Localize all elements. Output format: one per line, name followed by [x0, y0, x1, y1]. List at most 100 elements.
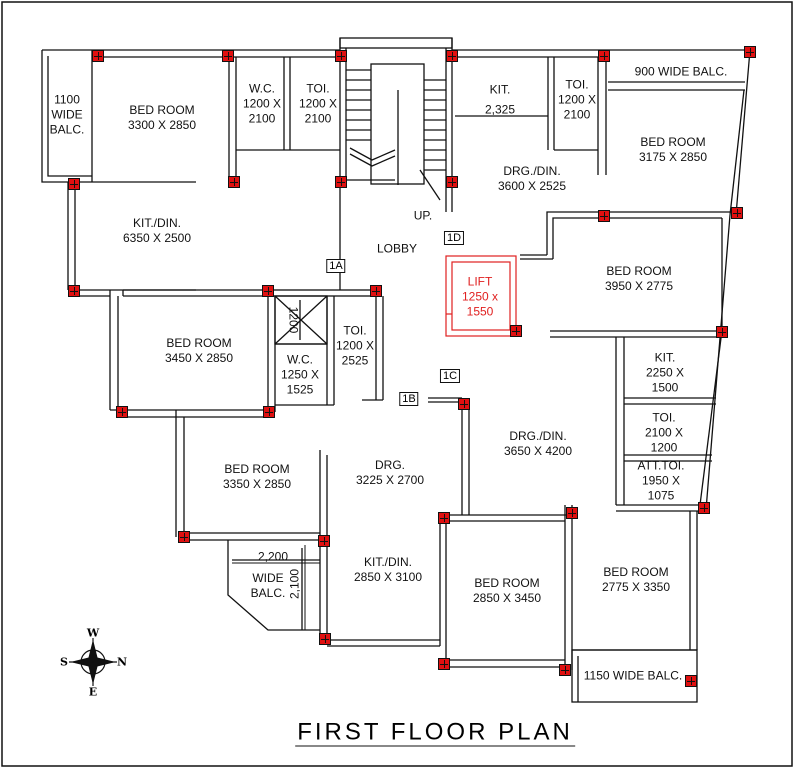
- room-label-drawing-dining: DRG./DIN.3600 X 2525: [498, 164, 566, 194]
- unit-tag-1c: 1C: [439, 369, 461, 383]
- column-marker: [222, 50, 234, 62]
- room-label-toilet: TOI.2100 X 1200: [645, 411, 683, 456]
- room-name: ATT.TOI.: [637, 458, 685, 473]
- room-label-kitchen: KIT.2250 X 1500: [646, 351, 684, 396]
- room-name: BED ROOM: [474, 576, 540, 590]
- room-name: TOI.: [343, 323, 367, 338]
- room-dim: 2850 X 3100: [353, 570, 423, 584]
- room-dim: 3950 X 2775: [604, 279, 674, 293]
- room-dim: 1200 X 2100: [242, 96, 282, 126]
- room-name: BED ROOM: [603, 565, 669, 579]
- room-label-lift: LIFT 1250 x 1550: [461, 274, 499, 319]
- column-marker: [116, 406, 128, 418]
- room-label-balcony: WIDE BALC.: [250, 571, 286, 600]
- column-marker: [228, 176, 240, 188]
- room-label-balc-900: 900 WIDE BALC.: [634, 64, 728, 79]
- column-marker: [510, 325, 522, 337]
- room-name: KIT./DIN.: [132, 216, 181, 230]
- dimension-label: 2,100: [287, 568, 302, 600]
- room-label-attached-toilet: ATT.TOI.1950 X 1075: [638, 459, 685, 504]
- room-dim: 2250 X 1500: [645, 365, 685, 395]
- room-label-wc: W.C.1250 X 1525: [281, 353, 319, 398]
- room-dim: 1200 X 2100: [557, 92, 597, 122]
- room-dim: 3450 X 2850: [164, 351, 234, 365]
- room-dim: 6350 X 2500: [122, 231, 192, 245]
- column-marker: [559, 664, 571, 676]
- room-name: DRG./DIN.: [503, 164, 561, 178]
- column-marker: [68, 285, 80, 297]
- room-dim: 3175 X 2850: [638, 150, 708, 164]
- column-marker: [438, 658, 450, 670]
- column-marker: [446, 176, 458, 188]
- dimension-label: 2,325: [484, 102, 516, 117]
- room-dim: 1950 X 1075: [641, 473, 681, 503]
- compass-west: W: [86, 626, 100, 640]
- room-label-wc: W.C.1200 X 2100: [243, 82, 281, 127]
- room-label-kitchen-dining: KIT./DIN.2850 X 3100: [354, 555, 422, 585]
- room-name: KIT./DIN.: [363, 555, 412, 569]
- compass-south: S: [60, 655, 68, 669]
- room-dim: 3350 X 2850: [222, 477, 292, 491]
- room-name: TOI.: [306, 81, 330, 96]
- room-name: BED ROOM: [224, 462, 290, 476]
- stair-up-label: UP.: [413, 208, 433, 223]
- column-marker: [598, 50, 610, 62]
- room-label-balc-1100: 1100 WIDE BALC.: [49, 92, 85, 137]
- column-marker: [438, 512, 450, 524]
- column-marker: [731, 207, 743, 219]
- drawing-title: FIRST FLOOR PLAN: [295, 718, 575, 747]
- room-name: BED ROOM: [640, 135, 706, 149]
- room-name: BED ROOM: [129, 103, 195, 117]
- room-name: KIT.: [489, 82, 511, 97]
- room-name: W.C.: [248, 81, 275, 96]
- compass-east: E: [88, 685, 98, 699]
- room-name: KIT.: [654, 350, 676, 365]
- column-marker: [92, 50, 104, 62]
- column-marker: [335, 50, 347, 62]
- room-dim: 1200 X 2100: [298, 96, 338, 126]
- column-marker: [744, 46, 756, 58]
- column-marker: [446, 50, 458, 62]
- column-marker: [698, 502, 710, 514]
- dimension-lines: [232, 115, 548, 630]
- room-name: BED ROOM: [166, 336, 232, 350]
- room-dim: 2775 X 3350: [601, 580, 671, 594]
- room-name: BED ROOM: [606, 264, 672, 278]
- room-dim: 2850 X 3450: [472, 591, 542, 605]
- column-marker: [263, 406, 275, 418]
- column-marker: [716, 326, 728, 338]
- unit-tag-1d: 1D: [443, 231, 465, 245]
- column-marker: [335, 176, 347, 188]
- column-marker: [598, 210, 610, 222]
- room-label-drawing-dining: DRG./DIN.3650 X 4200: [504, 429, 572, 459]
- room-name: DRG.: [375, 458, 405, 472]
- column-marker: [370, 285, 382, 297]
- room-dim: 2100 X 1200: [644, 425, 684, 455]
- room-name: TOI.: [565, 77, 589, 92]
- room-label-kitchen-dining: KIT./DIN.6350 X 2500: [123, 216, 191, 246]
- walls: [41, 37, 751, 703]
- compass-rose: [69, 638, 117, 686]
- unit-tag-1a: 1A: [326, 259, 346, 273]
- dimension-label: 2,200: [257, 549, 289, 564]
- room-name: DRG./DIN.: [509, 429, 567, 443]
- room-dim: 1200 X 2525: [335, 338, 375, 368]
- room-label-lobby: LOBBY: [376, 241, 418, 256]
- room-label-toilet: TOI.1200 X 2100: [558, 78, 596, 123]
- room-name: TOI.: [652, 410, 676, 425]
- column-marker: [319, 633, 331, 645]
- room-dim: 3600 X 2525: [497, 179, 567, 193]
- duct-dimension: 1200: [286, 306, 301, 334]
- room-label-toilet: TOI.1200 X 2525: [336, 324, 374, 369]
- room-dim: 3225 X 2700: [355, 473, 425, 487]
- compass-north: N: [116, 655, 128, 669]
- column-marker: [458, 398, 470, 410]
